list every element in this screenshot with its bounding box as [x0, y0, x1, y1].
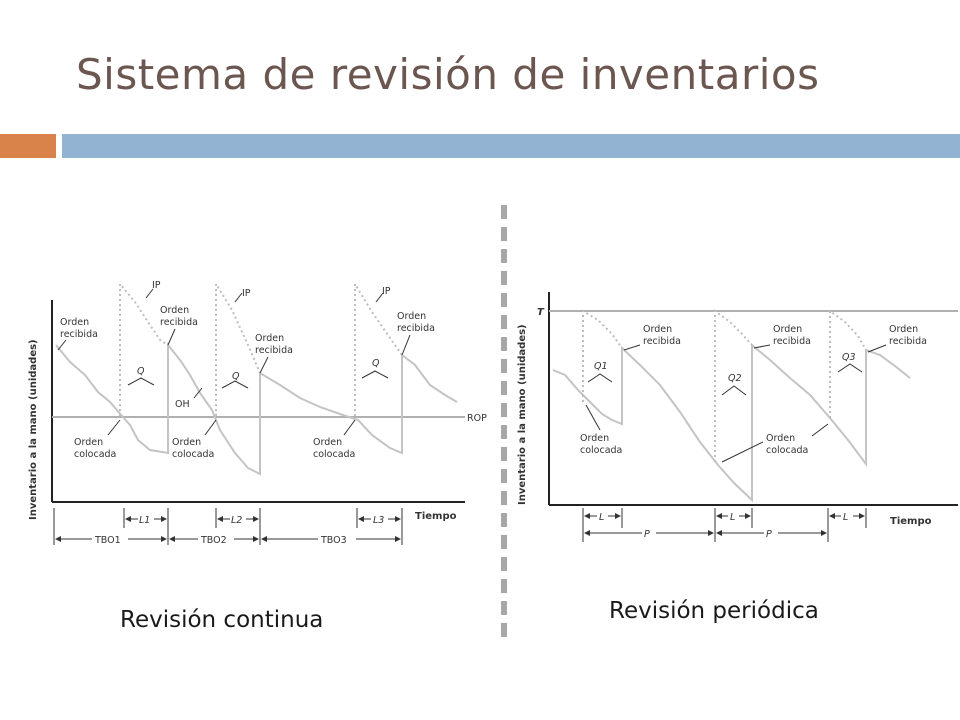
- placed-leader-p1: [585, 404, 601, 431]
- placed-label-c2a: Orden: [172, 437, 201, 448]
- received-label-p1a: Orden: [643, 324, 672, 335]
- on-hand-line-continuous: [55, 342, 458, 476]
- received-leader-c2: [167, 328, 176, 346]
- received-label-c3b: recibida: [255, 345, 293, 356]
- inventory-position-periodic-1: [582, 309, 623, 402]
- q-label-p3: Q3: [842, 352, 856, 363]
- accent-bar-orange: [0, 134, 56, 158]
- rop-label: ROP: [467, 413, 487, 424]
- placed-leader-c3: [343, 419, 356, 436]
- target-label: T: [537, 307, 545, 318]
- left-xlabel: Tiempo: [415, 511, 457, 522]
- placed-leader-p2a: [721, 441, 764, 463]
- placed-leader-c1: [107, 419, 121, 436]
- on-hand-line-periodic: [552, 342, 911, 503]
- received-label-c4b: recibida: [397, 323, 435, 334]
- lead-time-l2: L2: [231, 515, 242, 526]
- q3-bracket: [837, 363, 863, 373]
- q1-bracket: [587, 373, 613, 383]
- ip-label-1: IP: [152, 280, 161, 291]
- received-label-p1b: recibida: [643, 336, 681, 347]
- slide-title: Sistema de revisión de inventarios: [76, 50, 820, 99]
- lead-label-2: L: [730, 512, 735, 523]
- placed-leader-c2: [204, 419, 217, 436]
- dashed-divider: [501, 205, 507, 645]
- placed-leader-p2b: [811, 423, 829, 437]
- placed-label-c1a: Orden: [74, 437, 103, 448]
- placed-label-c3a: Orden: [313, 437, 342, 448]
- placed-label-c2b: colocada: [172, 449, 214, 460]
- received-label-c1b: recibida: [60, 329, 98, 340]
- lead-time-l1: L1: [139, 515, 150, 526]
- received-label-p2b: recibida: [773, 336, 811, 347]
- ip-leader-3: [375, 292, 384, 303]
- received-label-p2a: Orden: [773, 324, 802, 335]
- q-label-p1: Q1: [594, 361, 608, 372]
- q-label-p2: Q2: [728, 373, 742, 384]
- received-label-c2b: recibida: [160, 317, 198, 328]
- q2-bracket: [721, 385, 747, 396]
- received-leader-c3: [259, 356, 269, 374]
- received-leader-p3: [867, 344, 887, 353]
- oh-leader: [193, 387, 203, 399]
- received-leader-c4: [401, 334, 411, 356]
- received-label-c4a: Orden: [397, 311, 426, 322]
- inventory-position-continuous: [119, 281, 169, 416]
- continuous-review-diagram: Inventario a la mano (unidades) Tiempo R…: [28, 280, 487, 546]
- received-label-c1a: Orden: [60, 317, 89, 328]
- received-label-p3a: Orden: [889, 324, 918, 335]
- caption-periodic: Revisión periódica: [609, 598, 819, 624]
- caption-continuous: Revisión continua: [120, 607, 324, 633]
- right-xlabel: Tiempo: [890, 516, 932, 527]
- placed-label-c3b: colocada: [313, 449, 355, 460]
- ip-leader-1: [145, 288, 154, 299]
- placed-label-p2a: Orden: [766, 433, 795, 444]
- lead-label-1: L: [599, 512, 604, 523]
- placed-label-p1b: colocada: [580, 445, 622, 456]
- lead-label-3: L: [843, 512, 848, 523]
- ip-label-3: IP: [382, 286, 391, 297]
- tbo-label-2: TBO2: [200, 535, 227, 546]
- tbo-label-3: TBO3: [320, 535, 347, 546]
- period-label-2: P: [766, 529, 772, 540]
- accent-bar-blue: [62, 134, 960, 158]
- periodic-review-diagram: Inventario a la mano (unidades) Tiempo T…: [517, 292, 958, 542]
- tbo-label-1: TBO1: [94, 535, 121, 546]
- received-label-c2a: Orden: [160, 305, 189, 316]
- inventory-position-continuous-2: [215, 280, 261, 416]
- received-leader-c1: [57, 339, 67, 351]
- inventory-position-periodic-2: [714, 309, 753, 462]
- inventory-position-continuous-3: [354, 280, 403, 416]
- oh-label: OH: [175, 399, 190, 410]
- received-leader-p1: [623, 344, 641, 351]
- q-bracket-1: [127, 377, 155, 386]
- placed-label-c1b: colocada: [74, 449, 116, 460]
- placed-label-p1a: Orden: [580, 433, 609, 444]
- period-label-1: P: [644, 529, 650, 540]
- received-label-c3a: Orden: [255, 333, 284, 344]
- q-label-2: Q: [232, 371, 240, 382]
- lead-time-l3: L3: [373, 515, 384, 526]
- q-bracket-2: [221, 380, 249, 389]
- q-label-3: Q: [372, 358, 380, 369]
- q-label-1: Q: [137, 366, 145, 377]
- inventory-position-periodic-3: [829, 309, 867, 418]
- placed-label-p2b: colocada: [766, 445, 808, 456]
- q-bracket-3: [361, 370, 389, 379]
- ip-label-2: IP: [242, 288, 251, 299]
- right-ylabel: Inventario a la mano (unidades): [517, 324, 528, 505]
- left-ylabel: Inventario a la mano (unidades): [28, 339, 39, 520]
- received-label-p3b: recibida: [889, 336, 927, 347]
- received-leader-p2: [753, 344, 771, 349]
- ip-leader-2: [234, 292, 243, 303]
